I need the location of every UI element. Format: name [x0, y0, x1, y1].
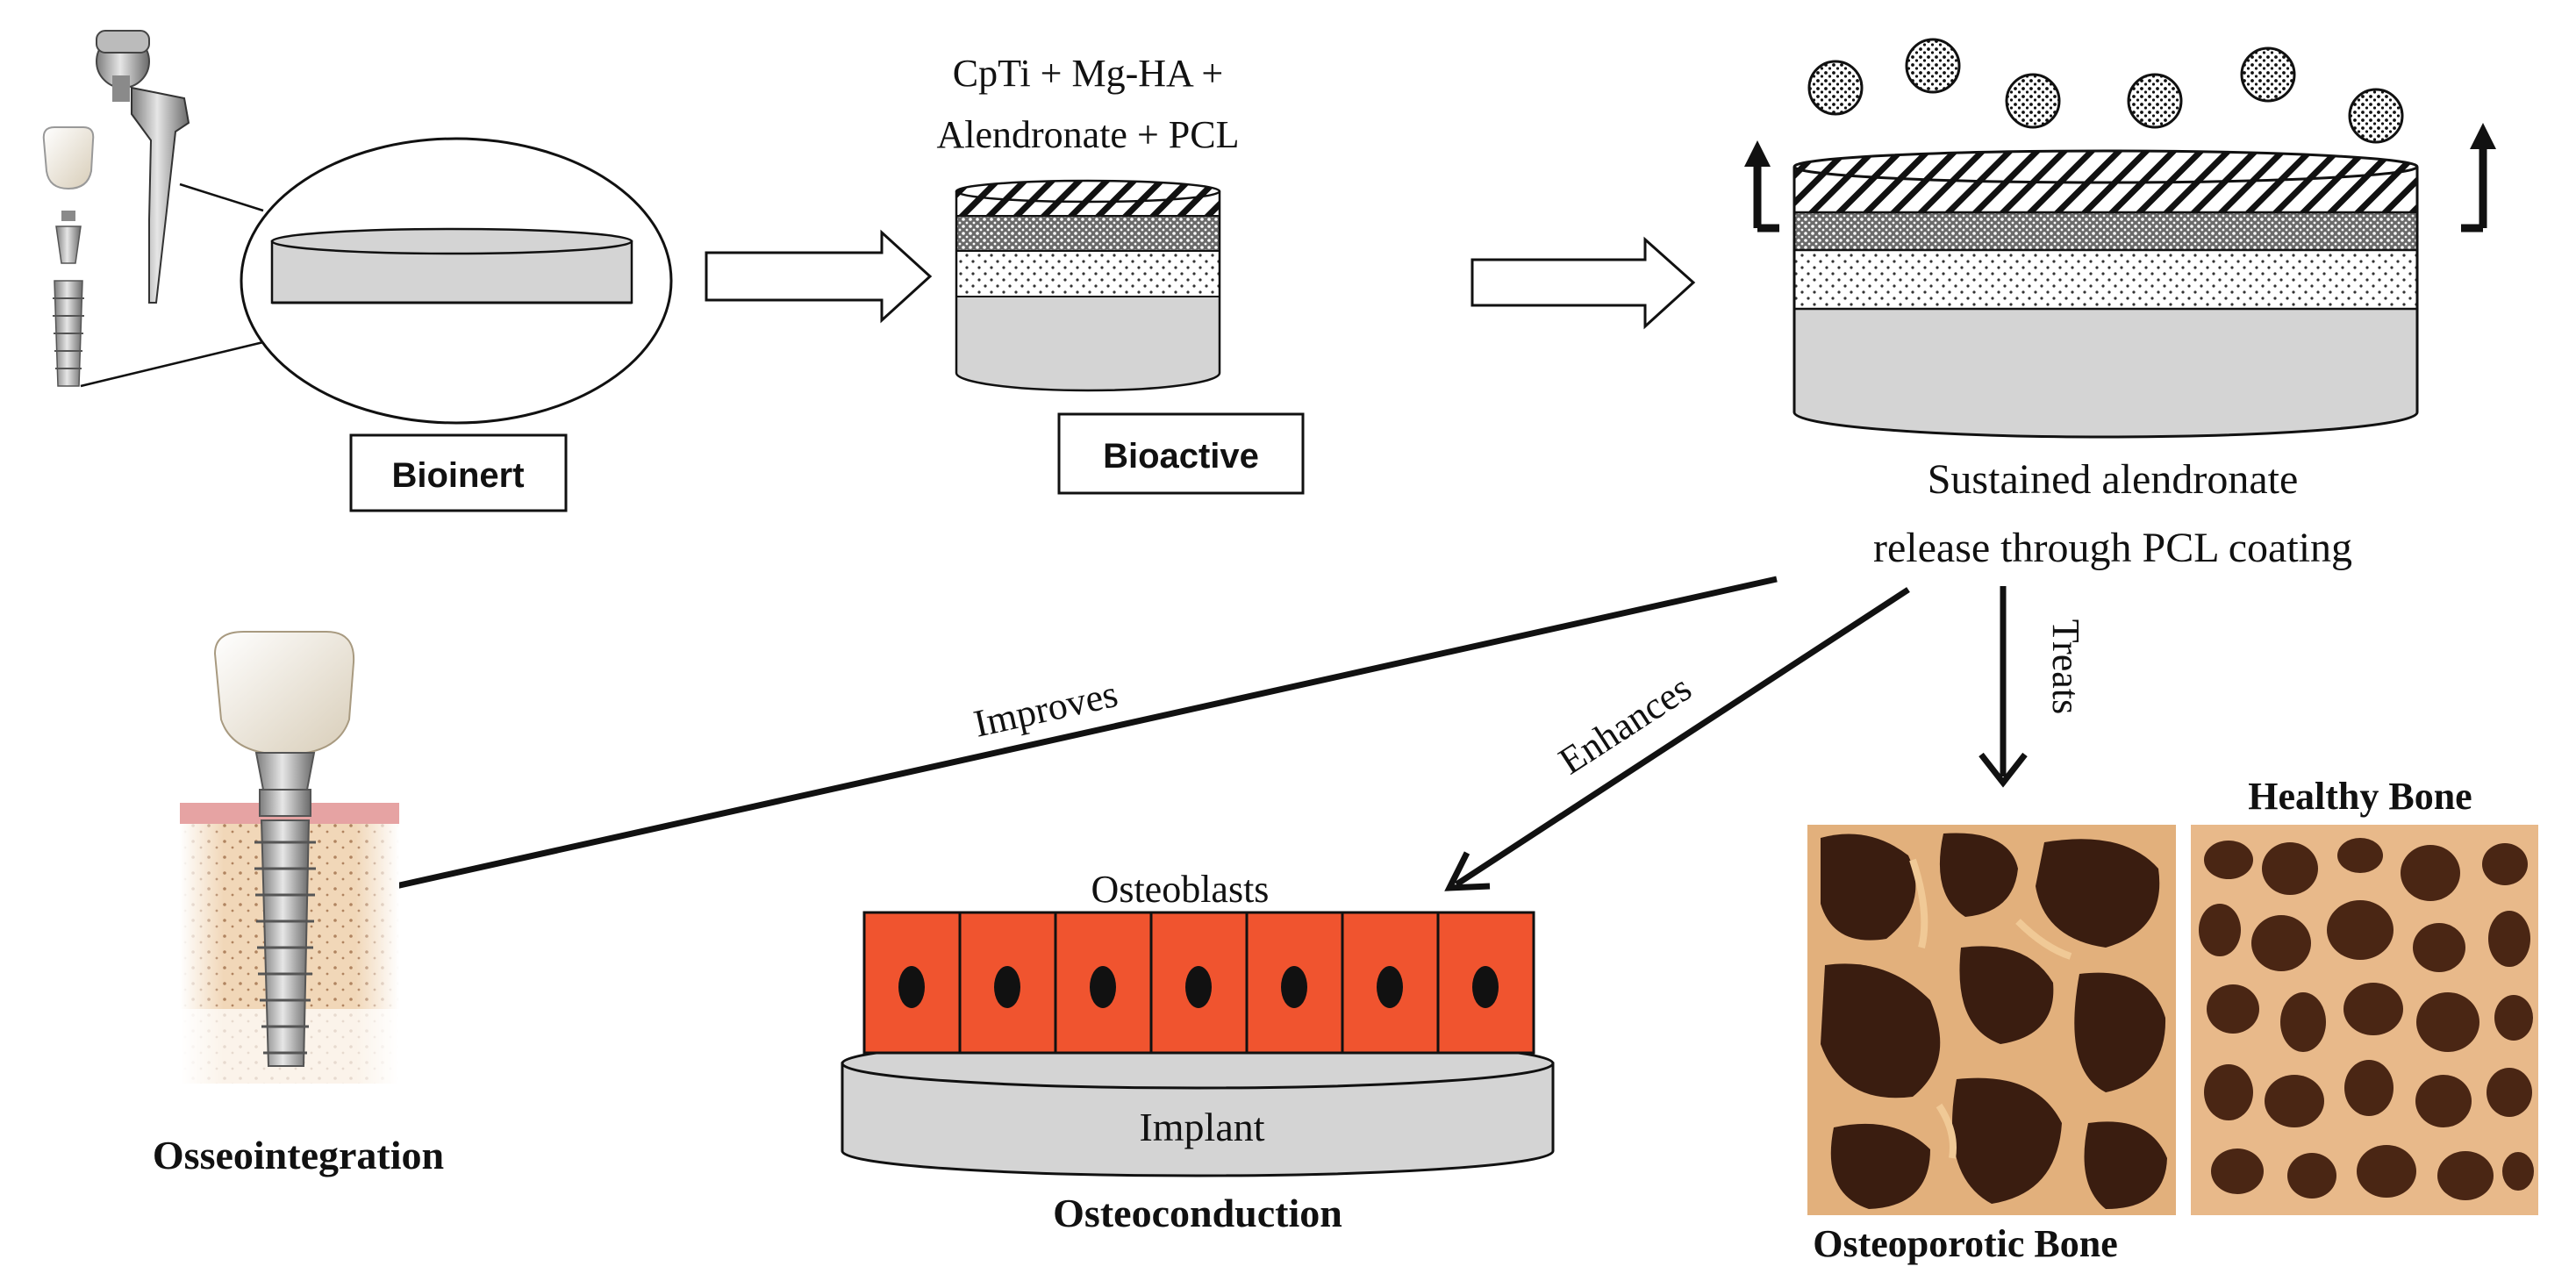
healthy-bone-label: Healthy Bone [2248, 775, 2472, 818]
arrow-to-release [1470, 236, 1696, 330]
bioinert-label: Bioinert [391, 456, 524, 495]
osseointegration-label: Osseointegration [153, 1133, 444, 1177]
release-arrow-right [2461, 123, 2496, 233]
bioactive-label-box: Bioactive [1057, 412, 1305, 495]
osteoconduction-label: Osteoconduction [1053, 1191, 1342, 1235]
release-caption-line1: Sustained alendronate [1928, 456, 2299, 503]
drug-particle-icon [2240, 47, 2296, 103]
healthy-bone-image [2191, 825, 2538, 1215]
release-arrow-left [1744, 140, 1779, 233]
implant-label: Implant [1139, 1105, 1264, 1149]
osteoblast-cells [862, 911, 1535, 1055]
drug-particle-icon [2127, 73, 2183, 129]
bioinert-disk [270, 227, 633, 304]
hip-implant-icon [96, 30, 190, 304]
drug-particle-icon [1807, 60, 1864, 116]
stage2-title-line1: CpTi + Mg-HA + [953, 52, 1223, 95]
stage2-title-line2: Alendronate + PCL [937, 113, 1240, 156]
improves-label: Improves [970, 672, 1121, 746]
release-layered-disk [1792, 149, 2419, 439]
arrow-to-bioactive [705, 229, 933, 324]
drug-particle-icon [2348, 88, 2404, 144]
enhances-label: Enhances [1551, 666, 1699, 783]
drug-particle-icon [2005, 73, 2061, 129]
arrow-enhances [1455, 587, 1910, 887]
bioinert-label-box: Bioinert [349, 433, 568, 512]
drug-particle-icon [1905, 38, 1961, 94]
dental-implant-icon [42, 126, 95, 387]
osteoporotic-bone-label: Osteoporotic Bone [1813, 1222, 2118, 1265]
release-caption-line2: release through PCL coating [1873, 525, 2352, 571]
osteoblasts-label: Osteoblasts [1091, 868, 1270, 911]
treats-label: Treats [2044, 619, 2087, 714]
drug-particles [1807, 38, 2404, 144]
arrow-improves [363, 576, 1778, 897]
osteoporotic-bone-image [1807, 825, 2176, 1215]
bioactive-label: Bioactive [1103, 437, 1259, 476]
tooth-implant-icon [180, 631, 399, 1088]
bioactive-layered-disk [955, 179, 1221, 392]
